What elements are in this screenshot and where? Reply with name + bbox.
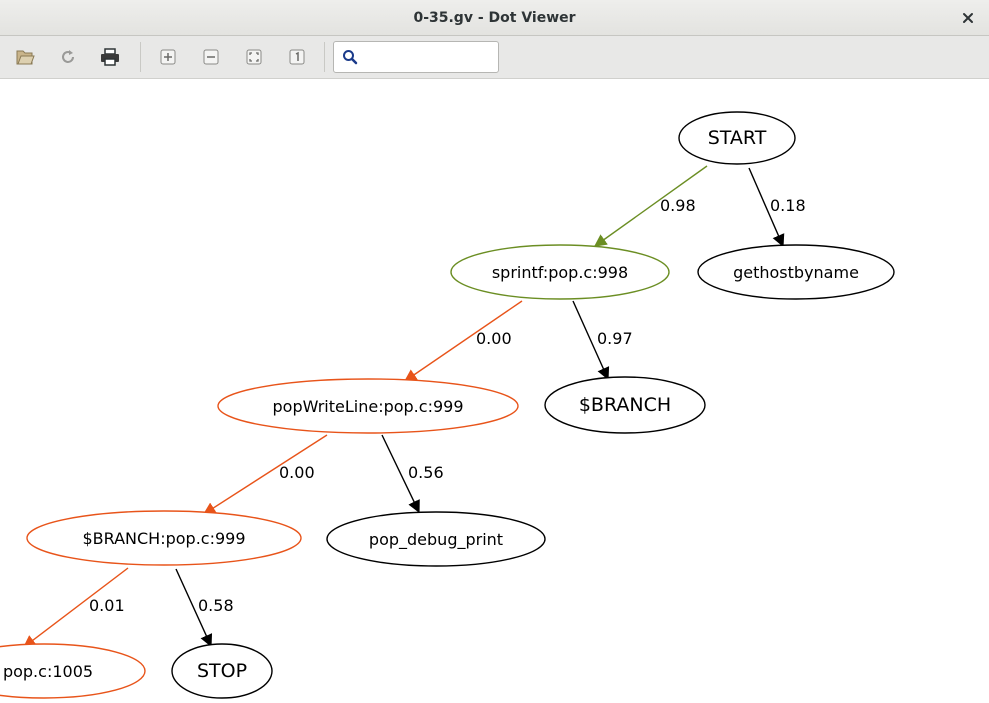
- zoom-100-button[interactable]: [283, 44, 311, 70]
- zoom-100-icon: [289, 49, 305, 65]
- node-label: popWriteLine:pop.c:999: [273, 397, 464, 416]
- node-stop[interactable]: STOP: [171, 643, 273, 699]
- close-icon: [963, 13, 973, 23]
- edge-label: 0.00: [476, 329, 512, 348]
- print-icon: [101, 48, 119, 66]
- toolbar-separator: [324, 42, 325, 72]
- zoom-fit-button[interactable]: [240, 44, 268, 70]
- node-popwriteline[interactable]: popWriteLine:pop.c:999: [217, 378, 519, 434]
- node-branch-pop[interactable]: $BRANCH:pop.c:999: [26, 510, 302, 566]
- node-gethostbyname[interactable]: gethostbyname: [697, 244, 895, 300]
- reload-icon: [62, 50, 74, 63]
- node-label: sprintf:pop.c:998: [492, 263, 628, 282]
- edge-start-sprintf: [593, 165, 708, 247]
- edge-branchpop-1005: [22, 567, 129, 648]
- window-title: 0-35.gv - Dot Viewer: [413, 10, 576, 26]
- graph-svg: 0.98 0.18 0.00 0.97 0.00 0.56 0.01 0.58 …: [0, 111, 895, 699]
- edge-start-gethostbyname: [748, 167, 785, 248]
- edge-sprintf-popwriteline: [403, 300, 523, 382]
- node-start[interactable]: START: [678, 111, 796, 165]
- zoom-out-icon: [203, 49, 219, 65]
- edge-label: 0.97: [597, 329, 633, 348]
- edge-branchpop-stop: [175, 568, 213, 648]
- graph-canvas[interactable]: 0.98 0.18 0.00 0.97 0.00 0.56 0.01 0.58 …: [0, 79, 989, 703]
- open-icon: [16, 50, 35, 65]
- search-field[interactable]: [333, 41, 499, 73]
- node-label: pop_debug_print: [369, 530, 503, 550]
- edge-popwriteline-branchpop: [202, 434, 328, 515]
- zoom-in-icon: [160, 49, 176, 65]
- search-input[interactable]: [362, 46, 496, 70]
- edge-label: 0.98: [660, 196, 696, 215]
- toolbar: [0, 36, 989, 79]
- edge-label: 0.01: [89, 596, 125, 615]
- search-icon: [343, 50, 358, 65]
- title-bar: 0-35.gv - Dot Viewer: [0, 0, 989, 36]
- edge-label: 0.18: [770, 196, 806, 215]
- node-label: pop.c:1005: [3, 662, 93, 681]
- close-button[interactable]: [955, 5, 981, 31]
- open-button[interactable]: [11, 44, 39, 70]
- node-label: $BRANCH:pop.c:999: [82, 529, 245, 548]
- node-branch[interactable]: $BRANCH: [544, 376, 706, 434]
- node-label: gethostbyname: [733, 263, 859, 282]
- edge-label: 0.58: [198, 596, 234, 615]
- edge-label: 0.00: [279, 463, 315, 482]
- node-label: $BRANCH: [579, 394, 671, 416]
- print-button[interactable]: [96, 44, 124, 70]
- node-label: STOP: [197, 660, 247, 682]
- reload-button[interactable]: [54, 44, 82, 70]
- zoom-in-button[interactable]: [154, 44, 182, 70]
- edge-popwriteline-debug: [381, 434, 420, 514]
- zoom-fit-icon: [246, 49, 262, 65]
- node-label: START: [708, 127, 767, 149]
- node-pop-debug-print[interactable]: pop_debug_print: [326, 511, 546, 567]
- edge-sprintf-branch: [572, 300, 610, 381]
- zoom-out-button[interactable]: [197, 44, 225, 70]
- node-pop-1005[interactable]: pop.c:1005: [0, 643, 146, 699]
- edge-label: 0.56: [408, 463, 444, 482]
- node-sprintf[interactable]: sprintf:pop.c:998: [450, 244, 670, 300]
- toolbar-separator: [140, 42, 141, 72]
